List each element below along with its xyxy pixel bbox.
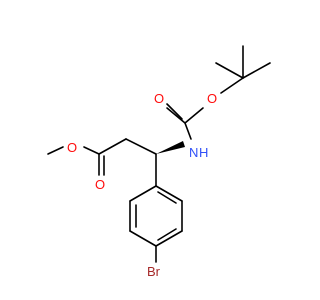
atom-bromine: Br xyxy=(147,264,161,279)
bond-ether-tbutyl xyxy=(220,77,244,94)
bond-oxygen-carbonyl xyxy=(83,146,100,155)
bond-boc-carbonyl-1 xyxy=(166,107,186,124)
ring-inner-double-3 xyxy=(157,191,177,204)
bond-nitrogen-boc xyxy=(184,122,192,140)
ring-bond-6 xyxy=(155,185,183,202)
bond-methyl-oxygen xyxy=(47,146,64,155)
bond-carbonyl-ch2 xyxy=(98,138,127,155)
atom-ester-oxygen: O xyxy=(67,140,77,155)
ring-inner-double-2 xyxy=(157,228,177,241)
ring-bond-1 xyxy=(129,185,157,202)
atom-boc-carbonyl-oxygen: O xyxy=(154,91,164,106)
bond-tbutyl-methyl-right xyxy=(242,62,271,79)
molecule-diagram: O O N H O O Br xyxy=(47,45,271,279)
bond-tbutyl-methyl-left xyxy=(215,62,244,79)
atom-boc-ether-oxygen: O xyxy=(207,91,217,106)
bond-boc-carbonyl-2 xyxy=(166,103,183,120)
atom-ester-carbonyl-oxygen: O xyxy=(95,177,105,192)
bond-boc-ether xyxy=(184,107,204,124)
structure-canvas: O O N H O O Br xyxy=(47,45,271,279)
ring-bond-4 xyxy=(155,230,183,247)
bond-ch2-chiral xyxy=(125,138,157,155)
atom-nitrogen: N xyxy=(189,145,198,160)
atom-nitrogen-hydrogen: H xyxy=(199,145,208,160)
ring-bond-3 xyxy=(129,230,157,247)
wedge-bond-chiral-nitrogen xyxy=(156,141,185,154)
